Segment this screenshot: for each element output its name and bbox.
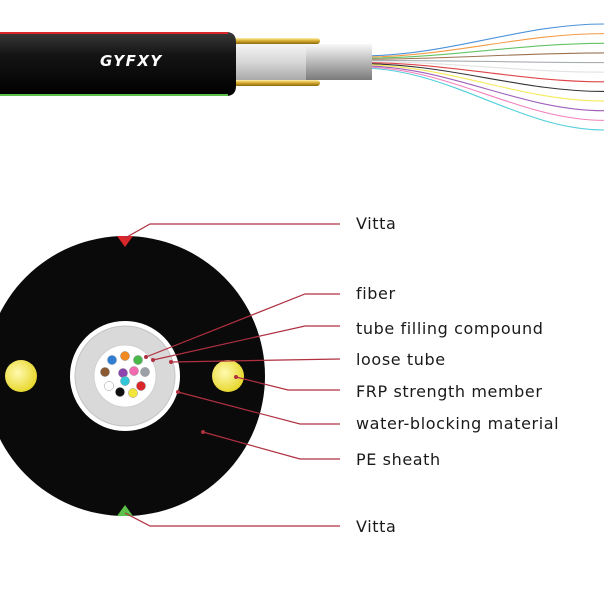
label-water-blocking: water-blocking material — [356, 414, 559, 433]
side-water-blocking — [230, 38, 306, 86]
fiber-fanout — [359, 23, 604, 131]
fanout-fiber — [359, 65, 604, 112]
fanout-fiber — [359, 52, 604, 60]
leader-dot-filling — [151, 358, 155, 362]
leader-filling — [152, 325, 340, 361]
leader-fiber — [145, 293, 340, 358]
leader-dot-water-blocking — [176, 390, 180, 394]
leader-dot-loose-tube — [169, 360, 173, 364]
cable-cross-section — [0, 236, 265, 516]
fiber-strand — [136, 381, 146, 391]
leader-loose-tube — [170, 358, 341, 363]
leader-sheath — [202, 431, 340, 460]
label-vitta-bottom: Vitta — [356, 517, 396, 536]
label-vitta-top: Vitta — [356, 214, 396, 233]
fanout-fiber — [359, 67, 604, 131]
vitta-bottom-marker — [117, 505, 133, 516]
leader-dot-fiber — [144, 355, 148, 359]
fiber-strand — [115, 387, 125, 397]
fanout-fiber — [359, 66, 604, 121]
vitta-top-marker — [117, 236, 133, 247]
leader-vitta-bottom — [124, 512, 340, 527]
leader-dot-frp — [234, 375, 238, 379]
label-fiber: fiber — [356, 284, 396, 303]
fanout-fiber — [359, 61, 604, 83]
side-frp-bottom — [230, 80, 320, 86]
leader-frp — [235, 376, 340, 391]
fiber-strand — [129, 366, 139, 376]
label-loose-tube: loose tube — [356, 350, 446, 369]
cable-side-view: GYFXY — [0, 23, 604, 131]
fiber-bundle — [100, 351, 150, 398]
fanout-fiber — [359, 64, 604, 102]
side-frp-top — [230, 38, 320, 44]
leader-vitta-top — [124, 223, 340, 239]
fanout-fiber — [359, 59, 604, 64]
leader-water-blocking — [177, 391, 340, 425]
fanout-fiber — [359, 63, 604, 93]
brand-text: GYFXY — [100, 52, 163, 70]
label-tube-filling: tube filling compound — [356, 319, 543, 338]
fanout-fiber — [359, 60, 604, 73]
fiber-strand — [140, 367, 150, 377]
fiber-strand — [133, 355, 143, 365]
frp-right — [212, 360, 244, 392]
label-frp: FRP strength member — [356, 382, 543, 401]
labels: Vitta fiber tube filling compound loose … — [356, 214, 559, 536]
label-pe-sheath: PE sheath — [356, 450, 441, 469]
fiber-strand — [120, 376, 130, 386]
frp-left — [5, 360, 37, 392]
side-pe-sheath — [0, 32, 236, 96]
fanout-fiber — [359, 42, 604, 59]
fiber-strand — [104, 381, 114, 391]
fiber-strand — [100, 367, 110, 377]
fiber-strand — [120, 351, 130, 361]
fiber-strand — [118, 368, 128, 378]
fanout-fiber — [359, 33, 604, 58]
fanout-fiber — [359, 23, 604, 57]
leader-lines — [124, 223, 341, 527]
fiber-strand — [128, 388, 138, 398]
fiber-strand — [107, 355, 117, 365]
leader-dot-sheath — [201, 430, 205, 434]
